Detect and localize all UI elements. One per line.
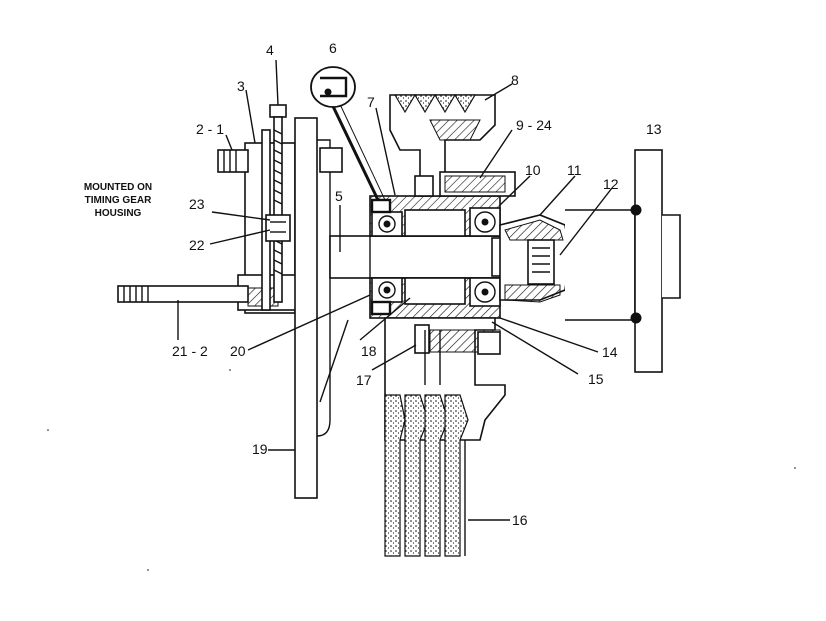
bearing-lower-right: [469, 277, 501, 307]
fan-spacer: [565, 149, 681, 373]
callout-13: 13: [646, 121, 662, 137]
callout-2-1: 2 - 1: [196, 121, 224, 137]
bearing-upper-right: [469, 207, 501, 237]
callout-11: 11: [567, 162, 582, 178]
bearing-upper-left: [371, 211, 403, 237]
callout-10: 10: [525, 162, 541, 178]
mounting-note: MOUNTED ON TIMING GEAR HOUSING: [84, 182, 152, 219]
callout-6: 6: [329, 40, 337, 56]
stud-lower: [117, 285, 249, 303]
idler-shaft: [329, 235, 509, 279]
callout-20: 20: [230, 343, 246, 359]
seal-detail-bubble: [310, 66, 356, 108]
seal: [370, 198, 392, 316]
callout-9-24: 9 - 24: [516, 117, 552, 133]
callout-22: 22: [189, 237, 205, 253]
callout-8: 8: [511, 72, 519, 88]
callout-labels: 2 - 1 3 4 5 6 7 8 9 - 24 10 11 12 13 14 …: [172, 40, 662, 528]
note-line-3: HOUSING: [95, 208, 142, 219]
callout-16: 16: [512, 512, 528, 528]
adjusting-bolt: [265, 104, 291, 303]
stud-upper: [217, 149, 249, 173]
callout-4: 4: [266, 42, 274, 58]
callout-7: 7: [367, 94, 375, 110]
callout-17: 17: [356, 372, 372, 388]
callout-3: 3: [237, 78, 245, 94]
callout-12: 12: [603, 176, 619, 192]
callout-23: 23: [189, 196, 205, 212]
hub-cap: [499, 214, 571, 303]
leader-lines: [177, 59, 613, 521]
idler-plate: [294, 117, 350, 499]
drive-belts: [384, 394, 469, 557]
callout-5: 5: [335, 188, 343, 204]
note-line-2: TIMING GEAR: [85, 195, 152, 206]
note-line-1: MOUNTED ON: [84, 182, 152, 193]
scan-specks: [47, 369, 796, 571]
callout-15: 15: [588, 371, 604, 387]
pulley-upper: [389, 93, 516, 197]
bearing-lower-left: [371, 277, 403, 303]
callout-19: 19: [252, 441, 268, 457]
callout-21-2: 21 - 2: [172, 343, 208, 359]
callout-14: 14: [602, 344, 618, 360]
callout-18: 18: [361, 343, 377, 359]
